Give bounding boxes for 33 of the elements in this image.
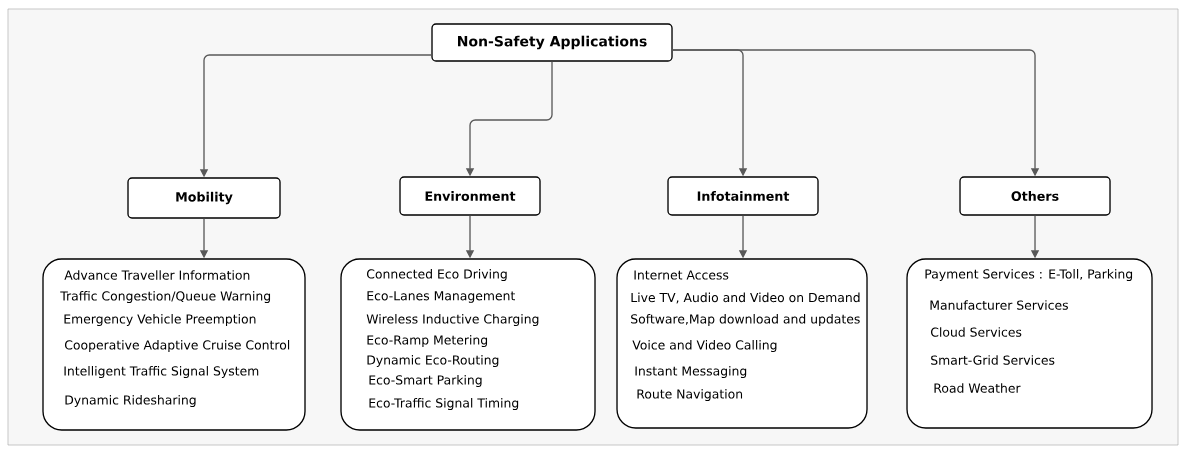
list-item: Connected Eco Driving xyxy=(366,269,507,281)
list-item: Emergency Vehicle Preemption xyxy=(64,314,256,326)
list-item: Voice and Video Calling xyxy=(632,340,777,352)
category-box: Others xyxy=(959,176,1111,216)
list-box xyxy=(616,258,868,429)
list-item: Intelligent Traffic Signal System xyxy=(64,366,259,378)
list-item: Advance Traveller Information xyxy=(64,270,250,280)
list-item: Traffic Congestion/Queue Warning xyxy=(60,291,271,303)
list-item: Payment Services : E-Toll, Parking xyxy=(925,269,1133,281)
category-box: Infotainment xyxy=(667,176,819,216)
list-item: Cloud Services xyxy=(930,327,1022,337)
title-box: Non-Safety Applications xyxy=(431,23,673,62)
list-item: Manufacturer Services xyxy=(930,300,1068,310)
list-item: Live TV, Audio and Video on Demand xyxy=(631,292,860,304)
list-item: Cooperative Adaptive Cruise Control xyxy=(64,340,290,352)
category-box: Mobility xyxy=(127,177,281,219)
list-item: Road Weather xyxy=(934,383,1021,393)
list-item: Dynamic Ridesharing xyxy=(65,395,196,407)
category-box: Environment xyxy=(399,176,541,216)
list-item: Software,Map download and updates xyxy=(631,314,860,326)
list-box xyxy=(340,258,596,431)
list-box xyxy=(42,258,306,431)
list-item: Route Navigation xyxy=(637,389,743,401)
list-item: Eco-Ramp Metering xyxy=(367,335,488,347)
list-item: Internet Access xyxy=(634,270,729,280)
list-item: Wireless Inductive Charging xyxy=(366,314,539,326)
list-item: Instant Messaging xyxy=(635,366,747,378)
list-item: Eco-Lanes Management xyxy=(367,291,515,303)
list-item: Smart-Grid Services xyxy=(931,355,1055,365)
list-item: Dynamic Eco-Routing xyxy=(367,355,499,367)
list-item: Eco-Smart Parking xyxy=(369,375,482,387)
list-box xyxy=(906,258,1153,429)
list-item: Eco-Traffic Signal Timing xyxy=(369,398,519,410)
